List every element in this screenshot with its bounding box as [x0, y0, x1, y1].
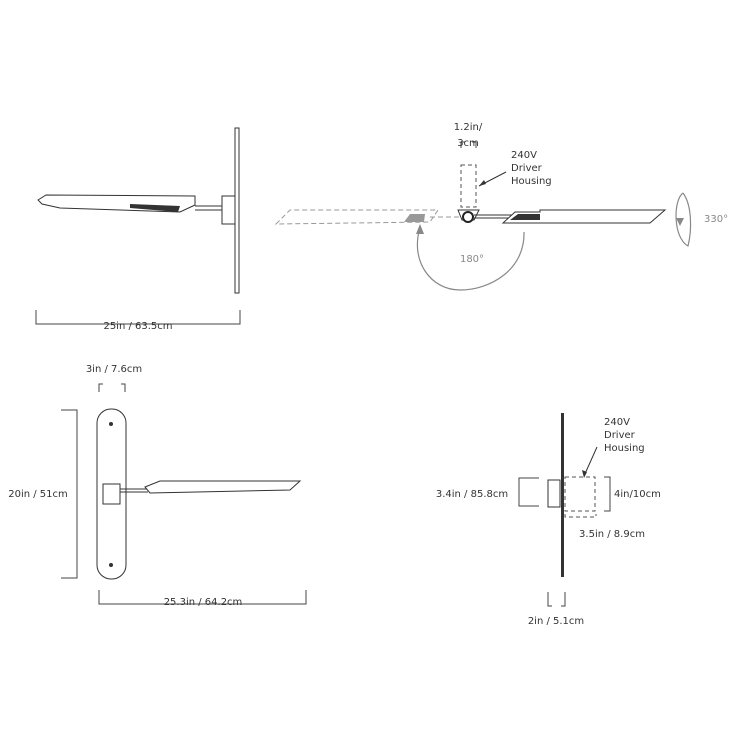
wall-plate — [561, 413, 564, 577]
ghost-lamp-head — [274, 209, 439, 225]
arrow-icon — [479, 180, 486, 186]
driver-label: Housing — [604, 443, 645, 454]
top-view: 1.2in/ 3cm 240V Driver Housing 180° 330° — [274, 122, 728, 291]
driver-depth-label-cm: 3cm — [457, 138, 479, 149]
height-label: 20in / 51cm — [8, 489, 68, 500]
driver-housing-outline — [564, 476, 596, 512]
lamp-head — [144, 480, 302, 494]
driver-label: Housing — [511, 176, 552, 187]
lamp-head — [501, 209, 667, 224]
rotation-arrow-180 — [416, 227, 525, 291]
depth-label: 2in / 5.1cm — [528, 616, 584, 627]
plate-width-label: 3in / 7.6cm — [86, 364, 142, 375]
driver-label: Driver — [604, 430, 636, 441]
driver-label: 240V — [511, 150, 537, 161]
bracket — [102, 483, 121, 505]
reach-dimension-line — [98, 590, 307, 605]
rotation-180-label: 180° — [460, 254, 484, 265]
wall-plate — [234, 127, 240, 294]
driver-width-label: 3.5in / 8.9cm — [579, 529, 645, 540]
side-view: 25in / 63.5cm — [35, 127, 241, 332]
bracket — [547, 479, 561, 508]
arrow-icon — [582, 470, 587, 478]
bracket-size-label: 3.4in / 85.8cm — [436, 489, 508, 500]
pivot-joint — [462, 211, 474, 223]
reach-label: 25.3in / 64.2cm — [164, 597, 243, 608]
driver-housing-outline — [460, 164, 477, 208]
bracket — [221, 195, 236, 225]
front-view: 3in / 7.6cm 20in / 51cm 25.3in / 64.2cm — [8, 364, 307, 608]
rotation-330-label: 330° — [704, 214, 728, 225]
side-width-label: 25in / 63.5cm — [103, 321, 172, 332]
profile-view: 240V Driver Housing 3.4in / 85.8cm 4in/1… — [436, 413, 661, 627]
driver-label: 240V — [604, 417, 630, 428]
height-dimension-line — [61, 409, 78, 579]
driver-depth-label: 1.2in/ — [454, 122, 483, 133]
width-dimension-line — [35, 310, 241, 325]
driver-height-label: 4in/10cm — [614, 489, 661, 500]
driver-label: Driver — [511, 163, 543, 174]
rotation-arrow-330 — [675, 192, 692, 247]
